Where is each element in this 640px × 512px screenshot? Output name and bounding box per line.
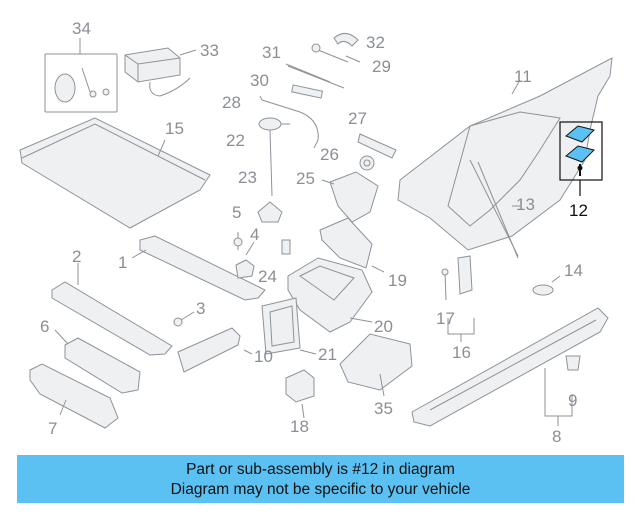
callout-8[interactable]: 8	[552, 427, 561, 446]
part-18-block[interactable]	[285, 369, 315, 419]
callout-34[interactable]: 34	[72, 19, 91, 38]
caption-line-2: Diagram may not be specific to your vehi…	[170, 481, 471, 498]
part-9-clip[interactable]	[565, 355, 581, 371]
part-35-bracket[interactable]	[339, 333, 413, 397]
part-24-clip[interactable]	[281, 239, 291, 255]
callout-25[interactable]: 25	[296, 169, 315, 188]
part-8-sill-plate[interactable]	[411, 307, 609, 427]
part-22-jack[interactable]	[258, 117, 290, 197]
callout-28[interactable]: 28	[222, 93, 241, 112]
part-13-strut[interactable]	[477, 161, 520, 259]
callout-12[interactable]: 12	[569, 201, 588, 220]
part-30-tool[interactable]	[291, 84, 324, 99]
callout-19[interactable]: 19	[388, 271, 407, 290]
callout-6[interactable]: 6	[40, 317, 49, 336]
part-26-wheel[interactable]	[359, 155, 375, 171]
part-7-rail[interactable]	[29, 363, 119, 429]
callout-32[interactable]: 32	[366, 33, 385, 52]
part-34-kit[interactable]	[44, 38, 118, 113]
callout-4[interactable]: 4	[250, 225, 259, 244]
callout-33[interactable]: 33	[200, 41, 219, 60]
callout-27[interactable]: 27	[348, 109, 367, 128]
callout-21[interactable]: 21	[318, 345, 337, 364]
part-27-strap[interactable]	[357, 133, 397, 159]
part-31-tool[interactable]	[285, 63, 345, 89]
callout-10[interactable]: 10	[254, 347, 273, 366]
callout-5[interactable]: 5	[232, 203, 241, 222]
callout-31[interactable]: 31	[262, 43, 281, 62]
callout-29[interactable]: 29	[372, 57, 391, 76]
part-2-bar[interactable]	[51, 263, 173, 356]
part-21-bracket[interactable]	[261, 297, 317, 355]
callout-23[interactable]: 23	[238, 168, 257, 187]
callout-20[interactable]: 20	[374, 317, 393, 336]
callout-30[interactable]: 30	[250, 71, 269, 90]
part-16-striker[interactable]	[447, 255, 475, 342]
callout-18[interactable]: 18	[290, 417, 309, 436]
callout-16[interactable]: 16	[452, 343, 471, 362]
part-4-mount[interactable]	[235, 241, 255, 279]
caption-line-1: Part or sub-assembly is #12 in diagram	[186, 461, 455, 478]
part-1-crossmember[interactable]	[131, 235, 266, 301]
part-3-screw[interactable]	[173, 311, 195, 327]
callout-22[interactable]: 22	[226, 131, 245, 150]
part-25-hinge[interactable]	[321, 171, 379, 223]
callout-13[interactable]: 13	[516, 195, 535, 214]
callout-2[interactable]: 2	[72, 247, 81, 266]
part-17-pin[interactable]	[441, 268, 449, 301]
caption-banner: Part or sub-assembly is #12 in diagram D…	[17, 455, 624, 503]
callout-1[interactable]: 1	[118, 253, 127, 272]
parts-diagram: 34 33 32 31 29 30 28 15 22 27 26 25 23 5…	[19, 19, 613, 446]
part-12-pad-assembly[interactable]	[559, 121, 603, 196]
callout-24[interactable]: 24	[258, 267, 277, 286]
part-33-compressor[interactable]	[124, 47, 197, 97]
callout-15[interactable]: 15	[165, 119, 184, 138]
callout-17[interactable]: 17	[436, 309, 455, 328]
part-6-bracket[interactable]	[54, 329, 141, 394]
callout-3[interactable]: 3	[196, 299, 205, 318]
callout-35[interactable]: 35	[374, 399, 393, 418]
part-14-plug[interactable]	[532, 275, 561, 296]
part-5-bolt[interactable]	[233, 232, 243, 250]
part-28-rod[interactable]	[259, 95, 319, 149]
part-23-wing-nut[interactable]	[257, 201, 283, 223]
part-19-latch[interactable]	[319, 217, 385, 273]
callout-9[interactable]: 9	[568, 391, 577, 410]
callout-14[interactable]: 14	[564, 261, 583, 280]
callout-26[interactable]: 26	[320, 145, 339, 164]
part-20-housing[interactable]	[287, 257, 373, 333]
callout-11[interactable]: 11	[514, 67, 532, 86]
part-32-hook[interactable]	[333, 33, 359, 47]
callout-7[interactable]: 7	[48, 419, 57, 438]
part-10-trim[interactable]	[177, 327, 253, 373]
part-15-floor-panel[interactable]	[19, 117, 211, 229]
part-29-wrench[interactable]	[311, 43, 361, 63]
